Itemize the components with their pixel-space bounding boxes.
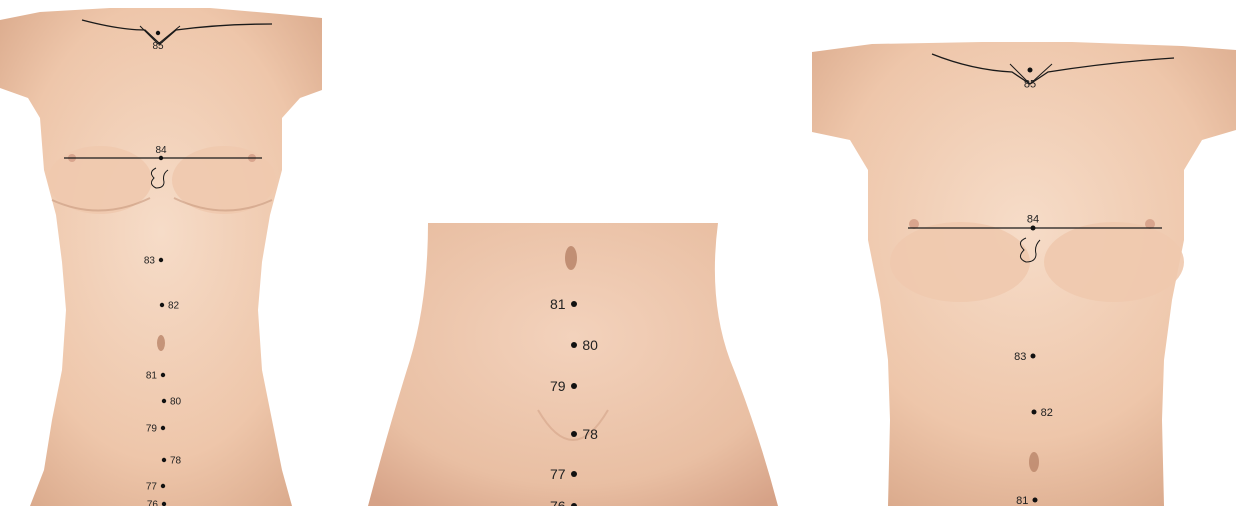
acupoint-dot-83: [159, 258, 163, 262]
panel-lower-abdomen: 81 80 79 78 77 76: [368, 0, 778, 506]
acupoint-dot-77: [161, 484, 165, 488]
acupoint-dot-79: [161, 426, 165, 430]
acupoint-dot-81: [571, 301, 577, 307]
acupoint-dot-76: [162, 502, 166, 506]
navel: [1029, 452, 1039, 472]
acupoint-dot-80: [571, 342, 577, 348]
acupoint-label-84: 84: [155, 145, 167, 156]
right-breast: [1044, 222, 1184, 302]
acupoint-label-76: 76: [147, 500, 159, 506]
panel-torso-front: 85 84 83 82 81 80 79 78 77 76: [0, 0, 326, 506]
left-breast: [890, 222, 1030, 302]
acupoint-dot-80: [162, 399, 166, 403]
acupoint-label-79: 79: [146, 424, 158, 435]
acupoint-dot-78: [571, 431, 577, 437]
panel-upper-torso: 85 84 83 82 81: [812, 40, 1236, 506]
acupoint-label-79: 79: [550, 378, 566, 394]
acupoint-label-84: 84: [1027, 214, 1039, 226]
acupoint-label-78: 78: [170, 456, 182, 467]
acupoint-dot-84: [159, 156, 163, 160]
acupoint-dot-77: [571, 471, 577, 477]
acupoint-label-82: 82: [168, 301, 180, 312]
acupoint-dot-84: [1031, 226, 1036, 231]
navel: [565, 246, 577, 270]
acupoint-label-82: 82: [1041, 407, 1053, 419]
acupoint-dot-79: [571, 383, 577, 389]
navel: [157, 335, 165, 351]
acupoint-label-76: 76: [550, 498, 566, 506]
acupoint-label-77: 77: [550, 466, 566, 482]
acupoint-dot-81: [1033, 498, 1038, 503]
acupoint-label-85: 85: [1024, 79, 1036, 91]
acupoint-label-78: 78: [582, 426, 598, 442]
acupoint-label-83: 83: [1014, 351, 1026, 363]
acupoint-label-80: 80: [170, 397, 182, 408]
acupoint-dot-85: [156, 31, 160, 35]
acupoint-dot-82: [1032, 410, 1037, 415]
acupoint-label-80: 80: [582, 337, 598, 353]
body-silhouette: [0, 8, 322, 506]
acupoint-label-77: 77: [146, 482, 158, 493]
acupoint-label-81: 81: [146, 371, 158, 382]
acupoint-dot-83: [1031, 354, 1036, 359]
acupoint-dot-82: [160, 303, 164, 307]
acupoint-dot-81: [161, 373, 165, 377]
acupoint-label-85: 85: [152, 41, 164, 52]
acupoint-dot-85: [1028, 68, 1033, 73]
acupoint-dot-78: [162, 458, 166, 462]
acupoint-label-81: 81: [550, 296, 566, 312]
acupoint-label-83: 83: [144, 256, 156, 267]
acupoint-label-81: 81: [1016, 495, 1028, 506]
